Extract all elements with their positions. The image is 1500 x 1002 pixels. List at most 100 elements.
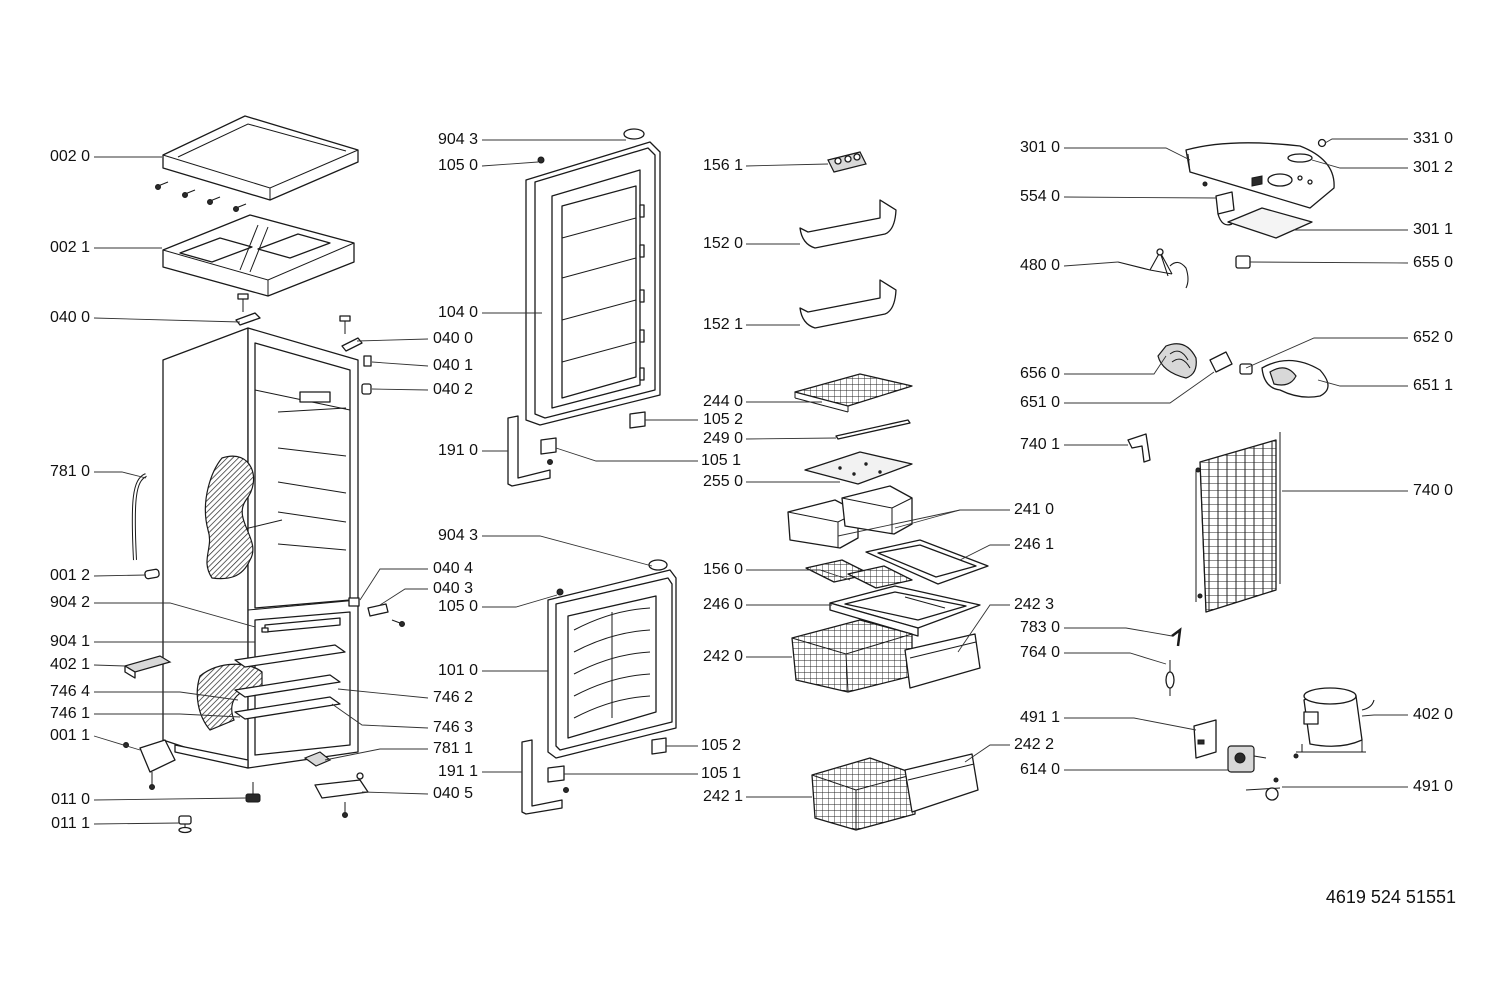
part-label-740-1: 740 1 xyxy=(1019,436,1060,453)
fan-motor xyxy=(1209,351,1253,375)
part-label-040-1: 040 1 xyxy=(433,357,474,374)
part-label-241-0: 241 0 xyxy=(1014,501,1055,518)
relay-cover xyxy=(1193,719,1217,759)
door-balcony-upper xyxy=(799,199,897,249)
diffuser-plate xyxy=(1227,207,1313,239)
part-label-740-0: 740 0 xyxy=(1413,482,1454,499)
hinge-middle xyxy=(348,597,405,627)
part-label-301-1: 301 1 xyxy=(1413,221,1454,238)
condenser xyxy=(1195,432,1281,613)
part-label-746-4: 746 4 xyxy=(49,683,90,700)
part-label-105-2-b: 105 2 xyxy=(701,737,742,754)
connector-655 xyxy=(1235,255,1251,269)
ice-trays xyxy=(805,559,913,589)
drain-clip xyxy=(1127,433,1151,463)
part-label-656-0: 656 0 xyxy=(1019,365,1060,382)
door-gasket-small xyxy=(131,473,160,580)
part-label-651-0: 651 0 xyxy=(1019,394,1060,411)
hinge-bottom xyxy=(303,751,369,818)
adjustable-feet xyxy=(178,782,261,834)
wiring-harness xyxy=(1117,248,1189,289)
part-label-655-0: 655 0 xyxy=(1413,254,1454,271)
compressor-bracket xyxy=(1245,777,1281,801)
part-label-242-1: 242 1 xyxy=(702,788,743,805)
base-plinth xyxy=(123,739,249,790)
crisper-boxes xyxy=(787,485,913,549)
door-balcony-lower xyxy=(799,279,897,329)
part-label-781-0: 781 0 xyxy=(49,463,90,480)
part-label-002-1: 002 1 xyxy=(49,239,90,256)
part-label-011-0: 011 0 xyxy=(51,791,90,808)
leader-lines xyxy=(93,138,1409,825)
part-label-781-1: 781 1 xyxy=(433,740,474,757)
freezer-shelves xyxy=(234,617,346,720)
part-label-156-1: 156 1 xyxy=(702,157,743,174)
part-label-040-4: 040 4 xyxy=(433,560,474,577)
part-label-255-0: 255 0 xyxy=(702,473,743,490)
part-label-246-1: 246 1 xyxy=(1014,536,1055,553)
part-label-156-0: 156 0 xyxy=(702,561,743,578)
part-label-491-0: 491 0 xyxy=(1413,778,1454,795)
part-label-301-0: 301 0 xyxy=(1019,139,1060,156)
part-label-904-3-b: 904 3 xyxy=(437,527,478,544)
part-label-783-0: 783 0 xyxy=(1019,619,1060,636)
freezer-shelf xyxy=(829,585,981,637)
part-label-402-0: 402 0 xyxy=(1413,706,1454,723)
part-label-011-1: 011 1 xyxy=(51,815,90,832)
part-label-904-3: 904 3 xyxy=(437,131,478,148)
part-label-614-0: 614 0 xyxy=(1019,761,1060,778)
part-label-105-0: 105 0 xyxy=(437,157,478,174)
part-label-244-0: 244 0 xyxy=(702,393,743,410)
part-label-040-2: 040 2 xyxy=(433,381,474,398)
part-label-105-2: 105 2 xyxy=(702,411,743,428)
part-label-152-1: 152 1 xyxy=(702,316,743,333)
top-cover xyxy=(162,115,359,201)
part-label-249-0: 249 0 xyxy=(702,430,743,447)
part-label-402-1: 402 1 xyxy=(49,656,90,673)
egg-tray xyxy=(827,151,867,173)
fan-cover xyxy=(1157,343,1197,379)
freezer-door-gasket-strip xyxy=(521,739,563,815)
part-label-480-0: 480 0 xyxy=(1019,257,1060,274)
bracket-402-1 xyxy=(123,655,172,679)
start-relay xyxy=(1227,745,1267,773)
glass-shelf xyxy=(804,451,913,485)
part-label-040-3: 040 3 xyxy=(433,580,474,597)
hinge-pins xyxy=(339,315,372,395)
freezer-shelf-tray xyxy=(865,539,989,585)
part-label-101-0: 101 0 xyxy=(437,662,478,679)
part-label-002-0: 002 0 xyxy=(49,148,90,165)
top-frame xyxy=(162,214,355,297)
cover-screws xyxy=(155,181,247,212)
fridge-door-gasket-strip xyxy=(507,415,551,487)
part-label-105-1-b: 105 1 xyxy=(701,765,742,782)
part-label-301-2: 301 2 xyxy=(1413,159,1454,176)
part-label-904-1: 904 1 xyxy=(49,633,90,650)
part-label-246-0: 246 0 xyxy=(702,596,743,613)
part-label-764-0: 764 0 xyxy=(1019,644,1060,661)
thermostat-knob xyxy=(1287,138,1327,163)
part-label-040-5: 040 5 xyxy=(433,785,474,802)
fridge-door xyxy=(525,128,661,426)
part-label-105-1: 105 1 xyxy=(701,452,742,469)
part-label-652-0: 652 0 xyxy=(1413,329,1454,346)
freezer-door xyxy=(547,559,677,759)
shelf-trim xyxy=(835,419,911,440)
part-label-191-1: 191 1 xyxy=(437,763,478,780)
part-label-491-1: 491 1 xyxy=(1019,709,1060,726)
fridge-door-hinges xyxy=(540,411,646,465)
part-label-746-1: 746 1 xyxy=(49,705,90,722)
freezer-basket-upper xyxy=(791,619,913,693)
part-label-242-2: 242 2 xyxy=(1014,736,1055,753)
part-label-242-3: 242 3 xyxy=(1014,596,1055,613)
drawer-front-upper xyxy=(904,633,981,689)
freezer-basket-lower xyxy=(811,757,916,831)
freezer-door-hinges xyxy=(547,737,667,793)
part-label-040-0: 040 0 xyxy=(49,309,90,326)
compressor xyxy=(1293,687,1375,759)
hinge-top xyxy=(235,293,261,326)
document-number: 4619 524 51551 xyxy=(1325,887,1456,907)
part-label-554-0: 554 0 xyxy=(1019,188,1060,205)
part-label-746-3: 746 3 xyxy=(433,719,474,736)
part-label-104-0: 104 0 xyxy=(437,304,478,321)
